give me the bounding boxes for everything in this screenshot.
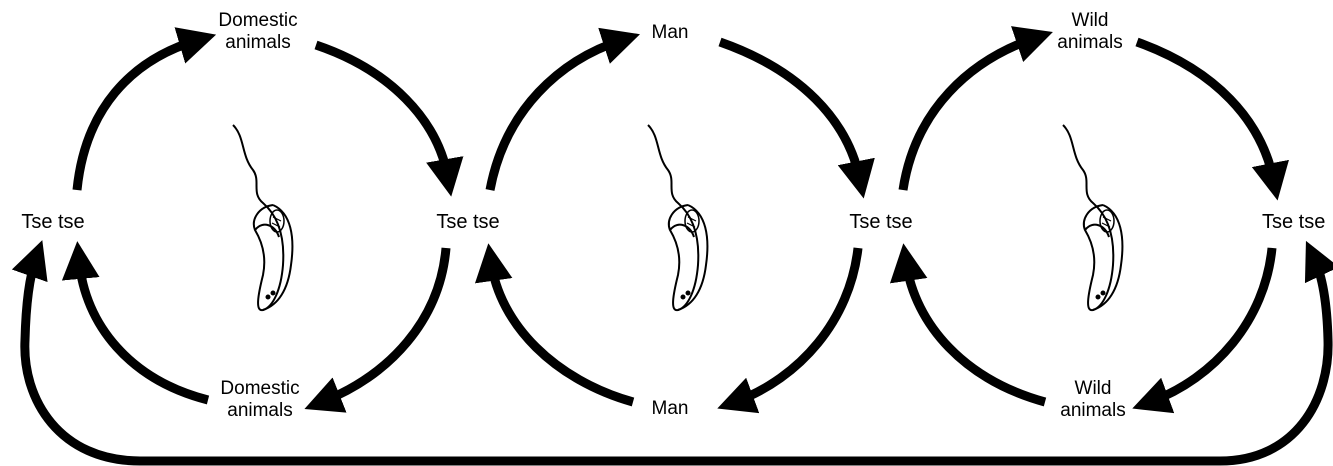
cycle-man: [490, 40, 860, 402]
trypanosome-icon: [648, 125, 707, 310]
label-tsetse-3: Tse tse: [836, 211, 926, 233]
label-line: animals: [206, 32, 310, 54]
label-tsetse-2: Tse tse: [423, 211, 513, 233]
label-line: animals: [1045, 400, 1141, 422]
arrow-tsetse-to-wild-top: [903, 38, 1035, 190]
label-line: animals: [208, 400, 312, 422]
label-line: Wild: [1045, 378, 1141, 400]
label-line: Tse tse: [423, 211, 513, 233]
label-line: Tse tse: [836, 211, 926, 233]
trypanosome-icon: [233, 125, 292, 310]
arrow-wild-bottom-to-tsetse: [906, 262, 1045, 402]
label-line: Man: [638, 22, 702, 44]
arrow-tsetse-to-man-top: [490, 40, 622, 190]
arrow-man-bottom-to-tsetse: [491, 262, 633, 402]
label-line: Domestic: [208, 378, 312, 400]
label-man-top: Man: [638, 22, 702, 44]
arrow-tsetse-to-domestic-top: [77, 40, 198, 190]
arrow-tsetse-to-wild-bottom: [1150, 248, 1272, 402]
label-tsetse-1: Tse tse: [8, 211, 98, 233]
arrow-tsetse-to-domestic-bottom: [322, 248, 446, 402]
label-line: Tse tse: [8, 211, 98, 233]
label-domestic-animals-bottom: Domestic animals: [208, 378, 312, 422]
label-line: animals: [1042, 32, 1138, 54]
outer-arrow-right: [660, 258, 1328, 461]
label-line: Man: [638, 398, 702, 420]
label-tsetse-4: Tse tse: [1262, 211, 1332, 233]
arrow-domestic-bottom-to-tsetse: [79, 260, 208, 400]
label-domestic-animals-top: Domestic animals: [206, 10, 310, 54]
cycle-wild: [903, 38, 1274, 402]
label-line: Tse tse: [1262, 211, 1332, 233]
outer-link: [25, 258, 1328, 461]
label-line: Wild: [1042, 10, 1138, 32]
label-line: Domestic: [206, 10, 310, 32]
label-man-bottom: Man: [638, 398, 702, 420]
arrow-domestic-top-to-tsetse: [316, 45, 448, 178]
label-wild-animals-top: Wild animals: [1042, 10, 1138, 54]
arrow-tsetse-to-man-bottom: [735, 248, 858, 402]
label-wild-animals-bottom: Wild animals: [1045, 378, 1141, 422]
trypanosome-icon: [1063, 125, 1122, 310]
arrow-man-top-to-tsetse: [720, 42, 860, 180]
cycle-domestic: [77, 40, 448, 402]
arrow-wild-top-to-tsetse: [1137, 42, 1274, 182]
